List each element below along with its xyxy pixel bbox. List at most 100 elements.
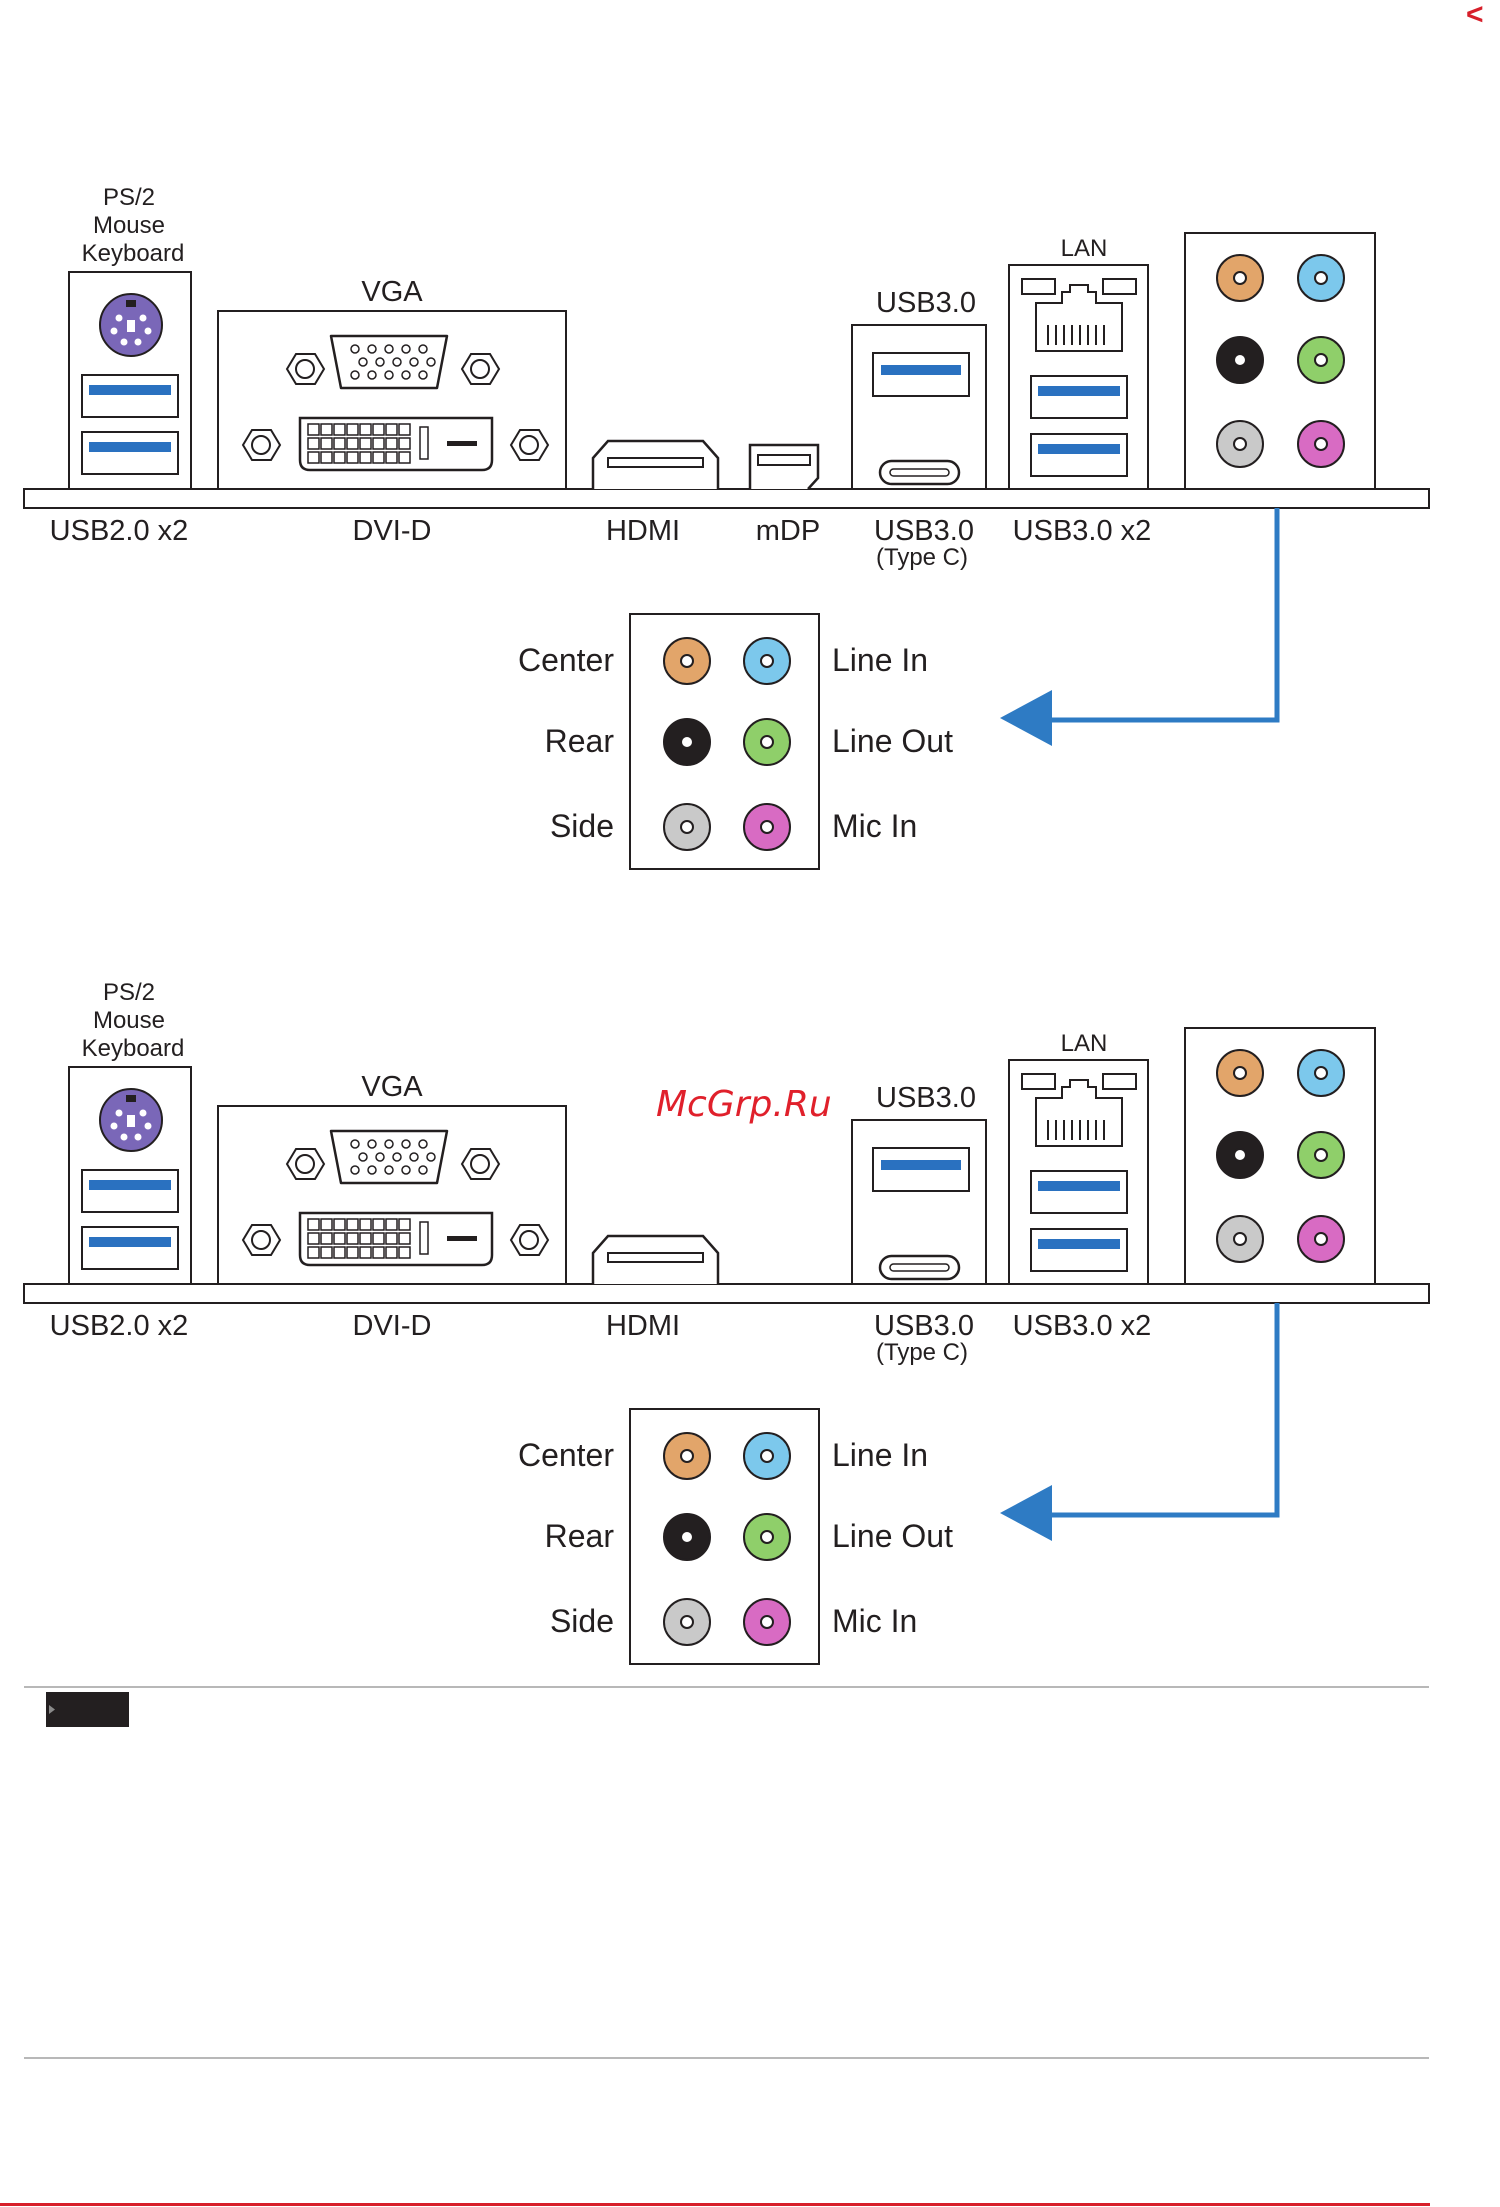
audio-label-line-in: Line In	[832, 1437, 928, 1473]
io-panel-1: PS/2 Mouse Keyboard VGA USB3.0 LAN USB2.…	[24, 184, 1429, 869]
usb-typec-port-icon	[880, 461, 959, 484]
audio-jack-line-out-icon	[744, 1514, 790, 1560]
audio-jack-rear-icon	[664, 1514, 710, 1560]
audio-jack-block	[1185, 233, 1375, 489]
io-shield-strip	[24, 489, 1429, 508]
audio-jack-side-icon	[1217, 421, 1263, 467]
mini-displayport-icon	[750, 445, 818, 489]
usb30x2-label: USB3.0 x2	[1013, 1310, 1152, 1342]
audio-jack-center-icon	[1217, 1050, 1263, 1096]
audio-jack-side-icon	[1217, 1216, 1263, 1262]
audio-label-line-out: Line Out	[832, 723, 953, 759]
usb20-port-icon	[82, 432, 178, 474]
vga-screw-icon	[287, 354, 324, 384]
audio-jack-rear-icon	[1217, 337, 1263, 383]
vga-port-icon	[331, 336, 447, 388]
usb30-port-icon	[1031, 434, 1127, 476]
dvi-port-icon	[300, 418, 492, 470]
ps2-label: Keyboard	[82, 1035, 185, 1062]
audio-jack-mic-in-icon	[1298, 1216, 1344, 1262]
usb30-port-icon	[1031, 1229, 1127, 1271]
audio-jack-mic-in-icon	[744, 804, 790, 850]
corner-back-mark[interactable]: <	[1466, 0, 1484, 31]
ps2-usb20-stack	[69, 1067, 191, 1284]
io-shield-strip	[24, 1284, 1429, 1303]
io-panel-2: PS/2 Mouse Keyboard VGA USB3.0 LAN USB2.…	[24, 979, 1429, 1664]
lan-label: LAN	[1061, 235, 1108, 262]
audio-jack-center-icon	[664, 1433, 710, 1479]
audio-jack-line-in-icon	[744, 1433, 790, 1479]
audio-jack-mic-in-icon	[744, 1599, 790, 1645]
lan-label: LAN	[1061, 1030, 1108, 1057]
hdmi-port-icon	[593, 441, 718, 489]
audio-jack-line-out-icon	[744, 719, 790, 765]
usb30-port-icon	[1031, 1171, 1127, 1213]
usb30-typec-stack	[852, 1120, 986, 1284]
audio-jack-line-in-icon	[744, 638, 790, 684]
dvid-label: DVI-D	[353, 515, 432, 547]
audio-label-mic-in: Mic In	[832, 808, 917, 844]
watermark: McGrp.Ru	[656, 1084, 832, 1125]
audio-zoom-block	[630, 614, 819, 869]
ps2-port-icon	[100, 294, 162, 356]
usb30-typec-stack	[852, 325, 986, 489]
usb-typec-port-icon	[880, 1256, 959, 1279]
usb30x2-label: USB3.0 x2	[1013, 515, 1152, 547]
usb20-port-icon	[82, 1227, 178, 1269]
audio-label-center: Center	[518, 1437, 614, 1473]
lan-usb30-stack	[1009, 1060, 1148, 1284]
usb20-port-icon	[82, 1170, 178, 1212]
hdmi-port-icon	[593, 1236, 718, 1284]
dvi-screw-icon	[243, 1225, 280, 1255]
audio-jack-center-icon	[1217, 255, 1263, 301]
usb20-label: USB2.0 x2	[50, 1310, 189, 1342]
ps2-port-icon	[100, 1089, 162, 1151]
mdp-label: mDP	[756, 515, 820, 547]
usb30-typec-label: (Type C)	[876, 1339, 968, 1366]
ps2-label: Keyboard	[82, 240, 185, 267]
usb30-port-icon	[1031, 376, 1127, 418]
audio-jack-side-icon	[664, 1599, 710, 1645]
ps2-label: PS/2	[103, 184, 155, 211]
usb30-typec-label: (Type C)	[876, 544, 968, 571]
usb30-port-icon	[873, 353, 969, 396]
ps2-usb20-stack	[69, 272, 191, 489]
dvi-screw-icon	[511, 430, 548, 460]
audio-jack-mic-in-icon	[1298, 421, 1344, 467]
vga-label: VGA	[361, 276, 423, 308]
vga-label: VGA	[361, 1071, 423, 1103]
audio-label-center: Center	[518, 642, 614, 678]
audio-label-side: Side	[550, 1603, 614, 1639]
usb30-typec-label: USB3.0	[874, 515, 974, 547]
footer-accent-line	[0, 2203, 1430, 2206]
callout-arrow-icon	[1000, 690, 1052, 746]
lan-port-icon	[1022, 279, 1136, 351]
ps2-label: PS/2	[103, 979, 155, 1006]
callout-arrow-icon	[1000, 1485, 1052, 1541]
dvi-screw-icon	[243, 430, 280, 460]
dvi-port-icon	[300, 1213, 492, 1265]
audio-label-line-in: Line In	[832, 642, 928, 678]
usb30-typec-label: USB3.0	[874, 1310, 974, 1342]
vga-screw-icon	[462, 354, 499, 384]
lan-port-icon	[1022, 1074, 1136, 1146]
audio-jack-rear-icon	[1217, 1132, 1263, 1178]
audio-jack-side-icon	[664, 804, 710, 850]
audio-jack-line-in-icon	[1298, 255, 1344, 301]
usb20-label: USB2.0 x2	[50, 515, 189, 547]
usb30-label: USB3.0	[876, 287, 976, 319]
audio-label-rear: Rear	[545, 723, 615, 759]
audio-label-rear: Rear	[545, 1518, 615, 1554]
audio-jack-rear-icon	[664, 719, 710, 765]
audio-jack-center-icon	[664, 638, 710, 684]
vga-port-icon	[331, 1131, 447, 1183]
usb20-port-icon	[82, 375, 178, 417]
vga-screw-icon	[462, 1149, 499, 1179]
audio-zoom-block	[630, 1409, 819, 1664]
section-tab	[46, 1692, 129, 1727]
usb30-label: USB3.0	[876, 1082, 976, 1114]
vga-screw-icon	[287, 1149, 324, 1179]
audio-jack-line-out-icon	[1298, 337, 1344, 383]
hdmi-label: HDMI	[606, 515, 680, 547]
